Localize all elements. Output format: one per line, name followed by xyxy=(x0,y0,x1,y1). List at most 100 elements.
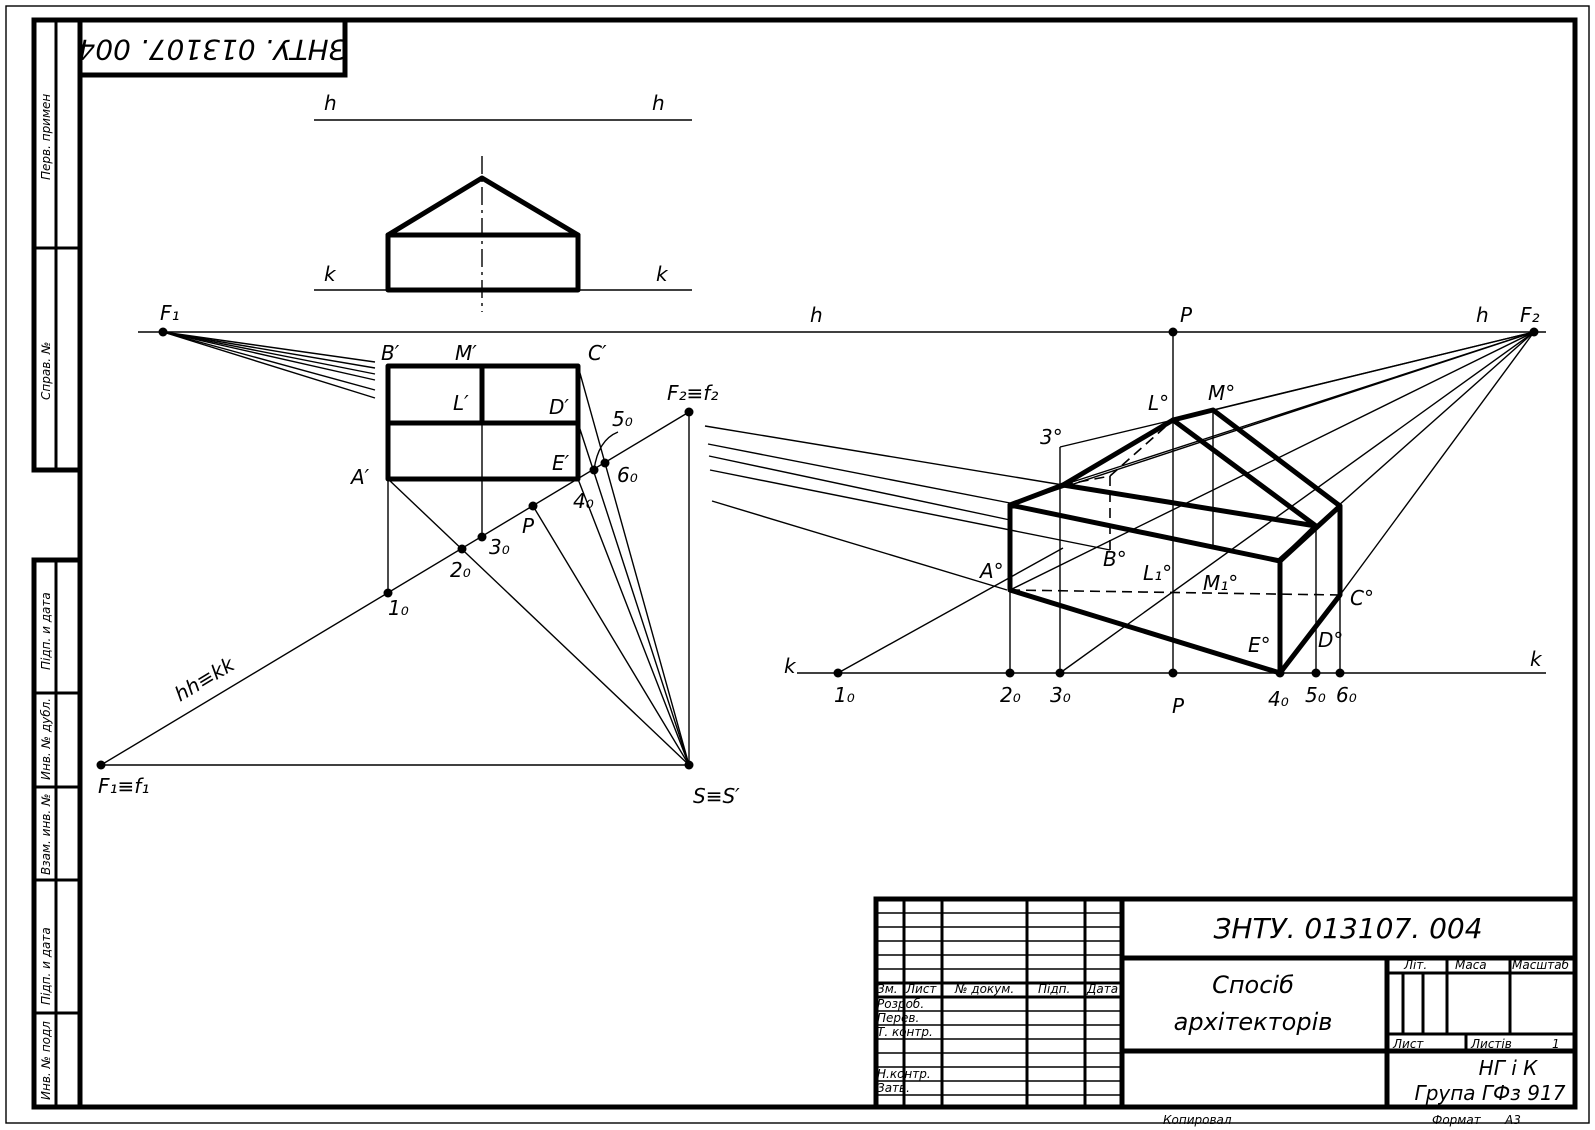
format-label: Формат xyxy=(1432,1113,1482,1127)
label-1-0-plan: 1₀ xyxy=(388,596,409,620)
title-block: ЗНТУ. 013107. 004 Спосіб архітекторів НГ… xyxy=(873,896,1578,1127)
label-k-top-left: k xyxy=(324,262,337,286)
label-5-0: 5₀ xyxy=(1305,683,1326,707)
lyst-label: Лист xyxy=(905,982,937,996)
rotated-code: ЗНТУ. 013107. 004 xyxy=(77,33,346,66)
point-S xyxy=(684,760,694,770)
label-A-prime: A′ xyxy=(349,465,370,489)
label-hhkk: hh≡kk xyxy=(170,651,240,706)
pidp-label: Підп. xyxy=(1038,982,1070,996)
lystiv-value: 1 xyxy=(1552,1037,1560,1051)
label-P-bottom: P xyxy=(1172,694,1185,718)
label-F2: F₂ xyxy=(1520,303,1540,327)
label-C-deg: C° xyxy=(1350,586,1374,610)
inv-dubl-label: Инв. № дубл. xyxy=(39,698,53,780)
perspective-construction xyxy=(704,331,1546,674)
title-line-1: Спосіб xyxy=(1212,971,1294,999)
drawing-code: ЗНТУ. 013107. 004 xyxy=(1213,912,1482,945)
label-h-horizon: h xyxy=(810,303,823,327)
label-M-deg: M° xyxy=(1208,381,1235,405)
label-3-deg: 3° xyxy=(1040,425,1063,449)
label-5-0-plan: 5₀ xyxy=(612,407,633,431)
n-kontr-label: Н.контр. xyxy=(877,1067,931,1081)
masshtab-label: Масштаб xyxy=(1512,958,1570,972)
t-kontr-label: Т. контр. xyxy=(877,1025,933,1039)
point-F1f1 xyxy=(96,760,106,770)
label-3-0-plan: 3₀ xyxy=(489,535,510,559)
group-line-1: НГ і К xyxy=(1479,1056,1538,1080)
label-P-horizon: P xyxy=(1180,303,1193,327)
perev-label: Перев. xyxy=(877,1011,919,1025)
label-h-top-right: h xyxy=(652,91,665,115)
lystiv-label: Листів xyxy=(1470,1037,1512,1051)
elevation-roof xyxy=(385,175,581,238)
data-label: Дата xyxy=(1086,982,1118,996)
label-A-deg: A° xyxy=(978,559,1004,583)
point-2-0 xyxy=(457,544,467,554)
side-strip: Перв. примен Справ. № Підп. и дата Инв. … xyxy=(31,17,83,1110)
label-h-right: h xyxy=(1476,303,1489,327)
label-2-0-plan: 2₀ xyxy=(450,558,471,582)
label-E-deg: E° xyxy=(1248,633,1271,657)
label-k-top-right: k xyxy=(656,262,669,286)
label-B-prime: B′ xyxy=(381,341,400,365)
sheet-border xyxy=(5,5,1590,1124)
label-4-0-plan: 4₀ xyxy=(573,489,594,513)
lyst2-label: Лист xyxy=(1392,1037,1424,1051)
sprav-no-label: Справ. № xyxy=(39,342,53,400)
masa-label: Маса xyxy=(1455,958,1487,972)
label-3-0: 3₀ xyxy=(1050,683,1071,707)
label-L-deg: L° xyxy=(1148,391,1169,415)
label-h-top-left: h xyxy=(324,91,337,115)
label-M-prime: M′ xyxy=(455,341,477,365)
kopiyuval-label: Копировал xyxy=(1163,1113,1232,1127)
label-D-deg: D° xyxy=(1318,628,1343,652)
n-dokum-label: № докум. xyxy=(954,982,1014,996)
label-L1-deg: L₁° xyxy=(1143,561,1172,585)
plan-view: B′ M′ C′ L′ D′ A′ E′ xyxy=(349,341,690,766)
format-value: А3 xyxy=(1504,1113,1521,1127)
label-F1f1: F₁≡f₁ xyxy=(98,774,149,798)
lit-label: Літ. xyxy=(1403,958,1427,972)
pidp-data-label-2: Підп. и дата xyxy=(39,927,53,1005)
zm-label: Зм. xyxy=(877,982,898,996)
label-M1-deg: M₁° xyxy=(1203,571,1238,595)
label-2-0: 2₀ xyxy=(1000,683,1021,707)
pidp-data-label-1: Підп. и дата xyxy=(39,592,53,670)
rozrob-label: Розроб. xyxy=(877,997,924,1011)
f1-rays xyxy=(162,331,376,399)
picture-plane-trace: hh≡kk F₁≡f₁ F₂≡f₂ S≡S′ 1₀ 2₀ 3₀ P 4₀ 5₀ … xyxy=(96,381,740,808)
zatv-label: Затв. xyxy=(877,1081,910,1095)
vzam-inv-label: Взам. инв. № xyxy=(39,794,53,875)
label-B-deg: B° xyxy=(1103,547,1127,571)
label-L-prime: L′ xyxy=(453,391,469,415)
point-4-0 xyxy=(589,465,599,475)
point-1-0 xyxy=(383,588,393,598)
label-6-0-plan: 6₀ xyxy=(617,463,638,487)
inv-podl-label: Инв. № подл xyxy=(39,1021,53,1100)
label-1-0: 1₀ xyxy=(834,683,855,707)
elevation-wall xyxy=(385,232,581,293)
label-F1: F₁ xyxy=(160,301,180,325)
label-k-left: k xyxy=(784,654,797,678)
label-F2f2: F₂≡f₂ xyxy=(667,381,718,405)
label-4-0: 4₀ xyxy=(1268,687,1289,711)
label-k-right: k xyxy=(1530,647,1543,671)
label-D-prime: D′ xyxy=(549,395,569,419)
point-P-plan xyxy=(528,501,538,511)
point-6-0 xyxy=(600,458,610,468)
rotated-code-box: ЗНТУ. 013107. 004 xyxy=(77,20,348,78)
elevation-view: h h k k xyxy=(314,91,692,312)
title-line-2: архітекторів xyxy=(1174,1008,1333,1036)
label-SS: S≡S′ xyxy=(693,784,740,808)
label-E-prime: E′ xyxy=(552,451,570,475)
point-F2f2 xyxy=(684,407,694,417)
label-6-0: 6₀ xyxy=(1336,683,1357,707)
point-3-0 xyxy=(477,532,487,542)
perv-prymen-label: Перв. примен xyxy=(39,94,53,180)
label-P-plan: P xyxy=(522,514,535,538)
group-line-2: Група ГФз 917 xyxy=(1415,1081,1566,1105)
label-C-prime: C′ xyxy=(588,341,607,365)
perspective-points: k k 1₀ 2₀ 3₀ P 4₀ 5₀ 6₀ L° M° 3° A° B° L… xyxy=(784,381,1543,718)
